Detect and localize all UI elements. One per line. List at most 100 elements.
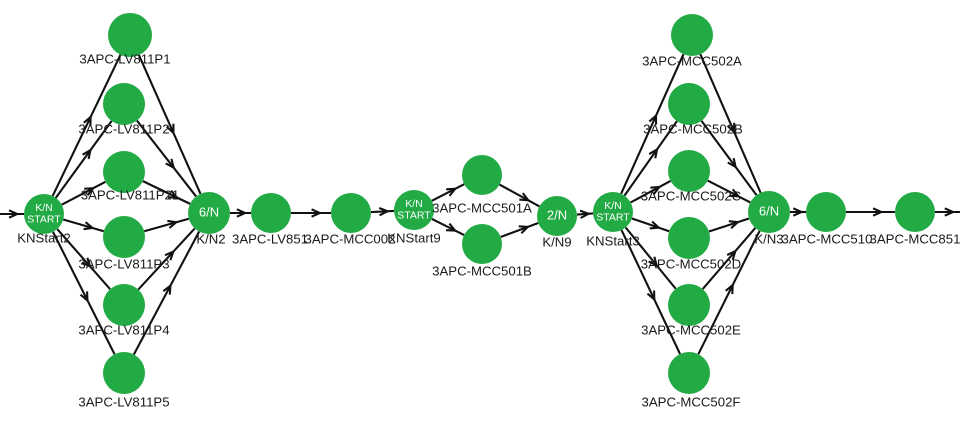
node-circle[interactable] [895, 192, 935, 232]
edge-line [137, 54, 202, 195]
node-circle[interactable] [394, 190, 434, 230]
node-MCC502E[interactable] [668, 284, 710, 326]
edge-KNStart9-to-MCC501B [431, 218, 465, 236]
node-KN2[interactable]: 6/N [188, 192, 230, 234]
node-MCC502A[interactable] [671, 14, 713, 56]
node-circle[interactable] [103, 352, 145, 394]
labels-layer: KNStart23APC-LV811P13APC-LV811P23APC-LV8… [17, 51, 960, 409]
edge-arrowhead [726, 249, 737, 261]
node-MCC502C[interactable] [668, 150, 710, 192]
node-LV811P5[interactable] [103, 352, 145, 394]
node-circle[interactable] [537, 196, 577, 236]
edge-arrowhead [81, 257, 92, 269]
node-label-MCC502A: 3APC-MCC502A [642, 53, 742, 68]
node-circle[interactable] [24, 194, 64, 234]
edge-KNStart2-to-LV811P4 [56, 228, 111, 290]
node-label-MCC502D: 3APC-MCC502D [641, 256, 741, 271]
node-circle[interactable] [668, 217, 710, 259]
node-MCC851[interactable] [895, 192, 935, 232]
node-LV811P3[interactable] [103, 216, 145, 258]
edge-arrowhead [83, 221, 95, 231]
edge-MCC851-to-EXIT [935, 207, 960, 217]
node-circle[interactable] [806, 192, 846, 232]
edge-arrowhead [648, 147, 659, 159]
edge-line [54, 120, 113, 199]
node-label-KNStart3: KNStart3 [586, 233, 640, 248]
edge-arrowhead [944, 207, 956, 217]
node-MCC510[interactable] [806, 192, 846, 232]
node-label-LV811P21: 3APC-LV811P21 [81, 187, 179, 202]
edge-arrowhead [165, 158, 176, 170]
edge-KNStart3-to-MCC502B [623, 120, 678, 197]
node-LV851[interactable] [251, 193, 291, 233]
node-label-MCC002: 3APC-MCC002 [305, 231, 396, 246]
node-circle[interactable] [103, 284, 145, 326]
edge-line [137, 227, 196, 291]
node-MCC502D[interactable] [668, 217, 710, 259]
edge-KNStart2-to-LV811P21 [61, 180, 106, 206]
edge-ENTRY-to-KNStart2 [0, 209, 24, 219]
edge-KNStart3-to-MCC502E [624, 226, 677, 290]
node-circle[interactable] [668, 352, 710, 394]
node-LV811P2[interactable] [103, 83, 145, 125]
edge-line [143, 217, 190, 233]
node-label-MCC502B: 3APC-MCC502B [643, 121, 743, 136]
edge-arrowhead [167, 219, 179, 229]
edge-KN3-to-MCC510 [790, 207, 806, 217]
node-circle[interactable] [668, 284, 710, 326]
edge-arrowhead [167, 189, 180, 199]
node-KN3[interactable]: 6/N [748, 191, 790, 233]
edge-arrowhead [729, 188, 741, 198]
edge-arrowhead [649, 220, 662, 230]
node-circle[interactable] [331, 193, 371, 233]
edges-layer [0, 53, 960, 355]
node-label-LV811P3: 3APC-LV811P3 [78, 256, 169, 271]
edge-arrowhead [648, 256, 659, 268]
node-label-KNStart2: KNStart2 [17, 230, 71, 245]
node-MCC502B[interactable] [668, 83, 710, 125]
node-MCC502F[interactable] [668, 352, 710, 394]
node-circle[interactable] [251, 193, 291, 233]
node-label-MCC851: 3APC-MCC851 [870, 231, 961, 246]
edge-arrowhead [646, 290, 656, 302]
node-label-LV811P5: 3APC-LV811P5 [78, 394, 169, 409]
node-circle[interactable] [188, 192, 230, 234]
node-KN9[interactable]: 2/N [537, 196, 577, 236]
node-circle[interactable] [103, 216, 145, 258]
node-circle[interactable] [103, 151, 145, 193]
edge-LV811P3-to-KN2 [143, 217, 190, 233]
edge-line [700, 120, 758, 196]
edge-KNStart3-to-MCC502F [620, 229, 681, 355]
node-label-LV811P2: 3APC-LV811P2 [78, 121, 169, 136]
edge-MCC502A-to-KN3 [699, 53, 762, 194]
node-MCC002[interactable] [331, 193, 371, 233]
node-LV811P21[interactable] [103, 151, 145, 193]
node-circle[interactable] [668, 83, 710, 125]
node-circle[interactable] [103, 83, 145, 125]
edge-arrowhead [579, 209, 592, 219]
edge-arrowhead [84, 186, 96, 196]
node-circle[interactable] [668, 150, 710, 192]
node-circle[interactable] [671, 14, 713, 56]
edge-MCC502D-to-KN3 [708, 217, 750, 233]
node-MCC501B[interactable] [462, 224, 502, 264]
node-LV811P4[interactable] [103, 284, 145, 326]
node-circle[interactable] [462, 224, 502, 264]
edge-arrowhead [727, 157, 738, 169]
edge-arrowhead [162, 283, 172, 295]
node-MCC501A[interactable] [462, 155, 502, 195]
edge-arrowhead [650, 185, 662, 195]
node-circle[interactable] [462, 155, 502, 195]
node-LV811P1[interactable] [108, 13, 152, 57]
edge-MCC502C-to-KN3 [707, 179, 751, 204]
edge-LV811P5-to-KN2 [132, 231, 201, 355]
node-circle[interactable] [748, 191, 790, 233]
node-circle[interactable] [593, 192, 633, 232]
edge-line [132, 231, 201, 355]
node-label-MCC501A: 3APC-MCC501A [432, 200, 532, 215]
node-circle[interactable] [108, 13, 152, 57]
